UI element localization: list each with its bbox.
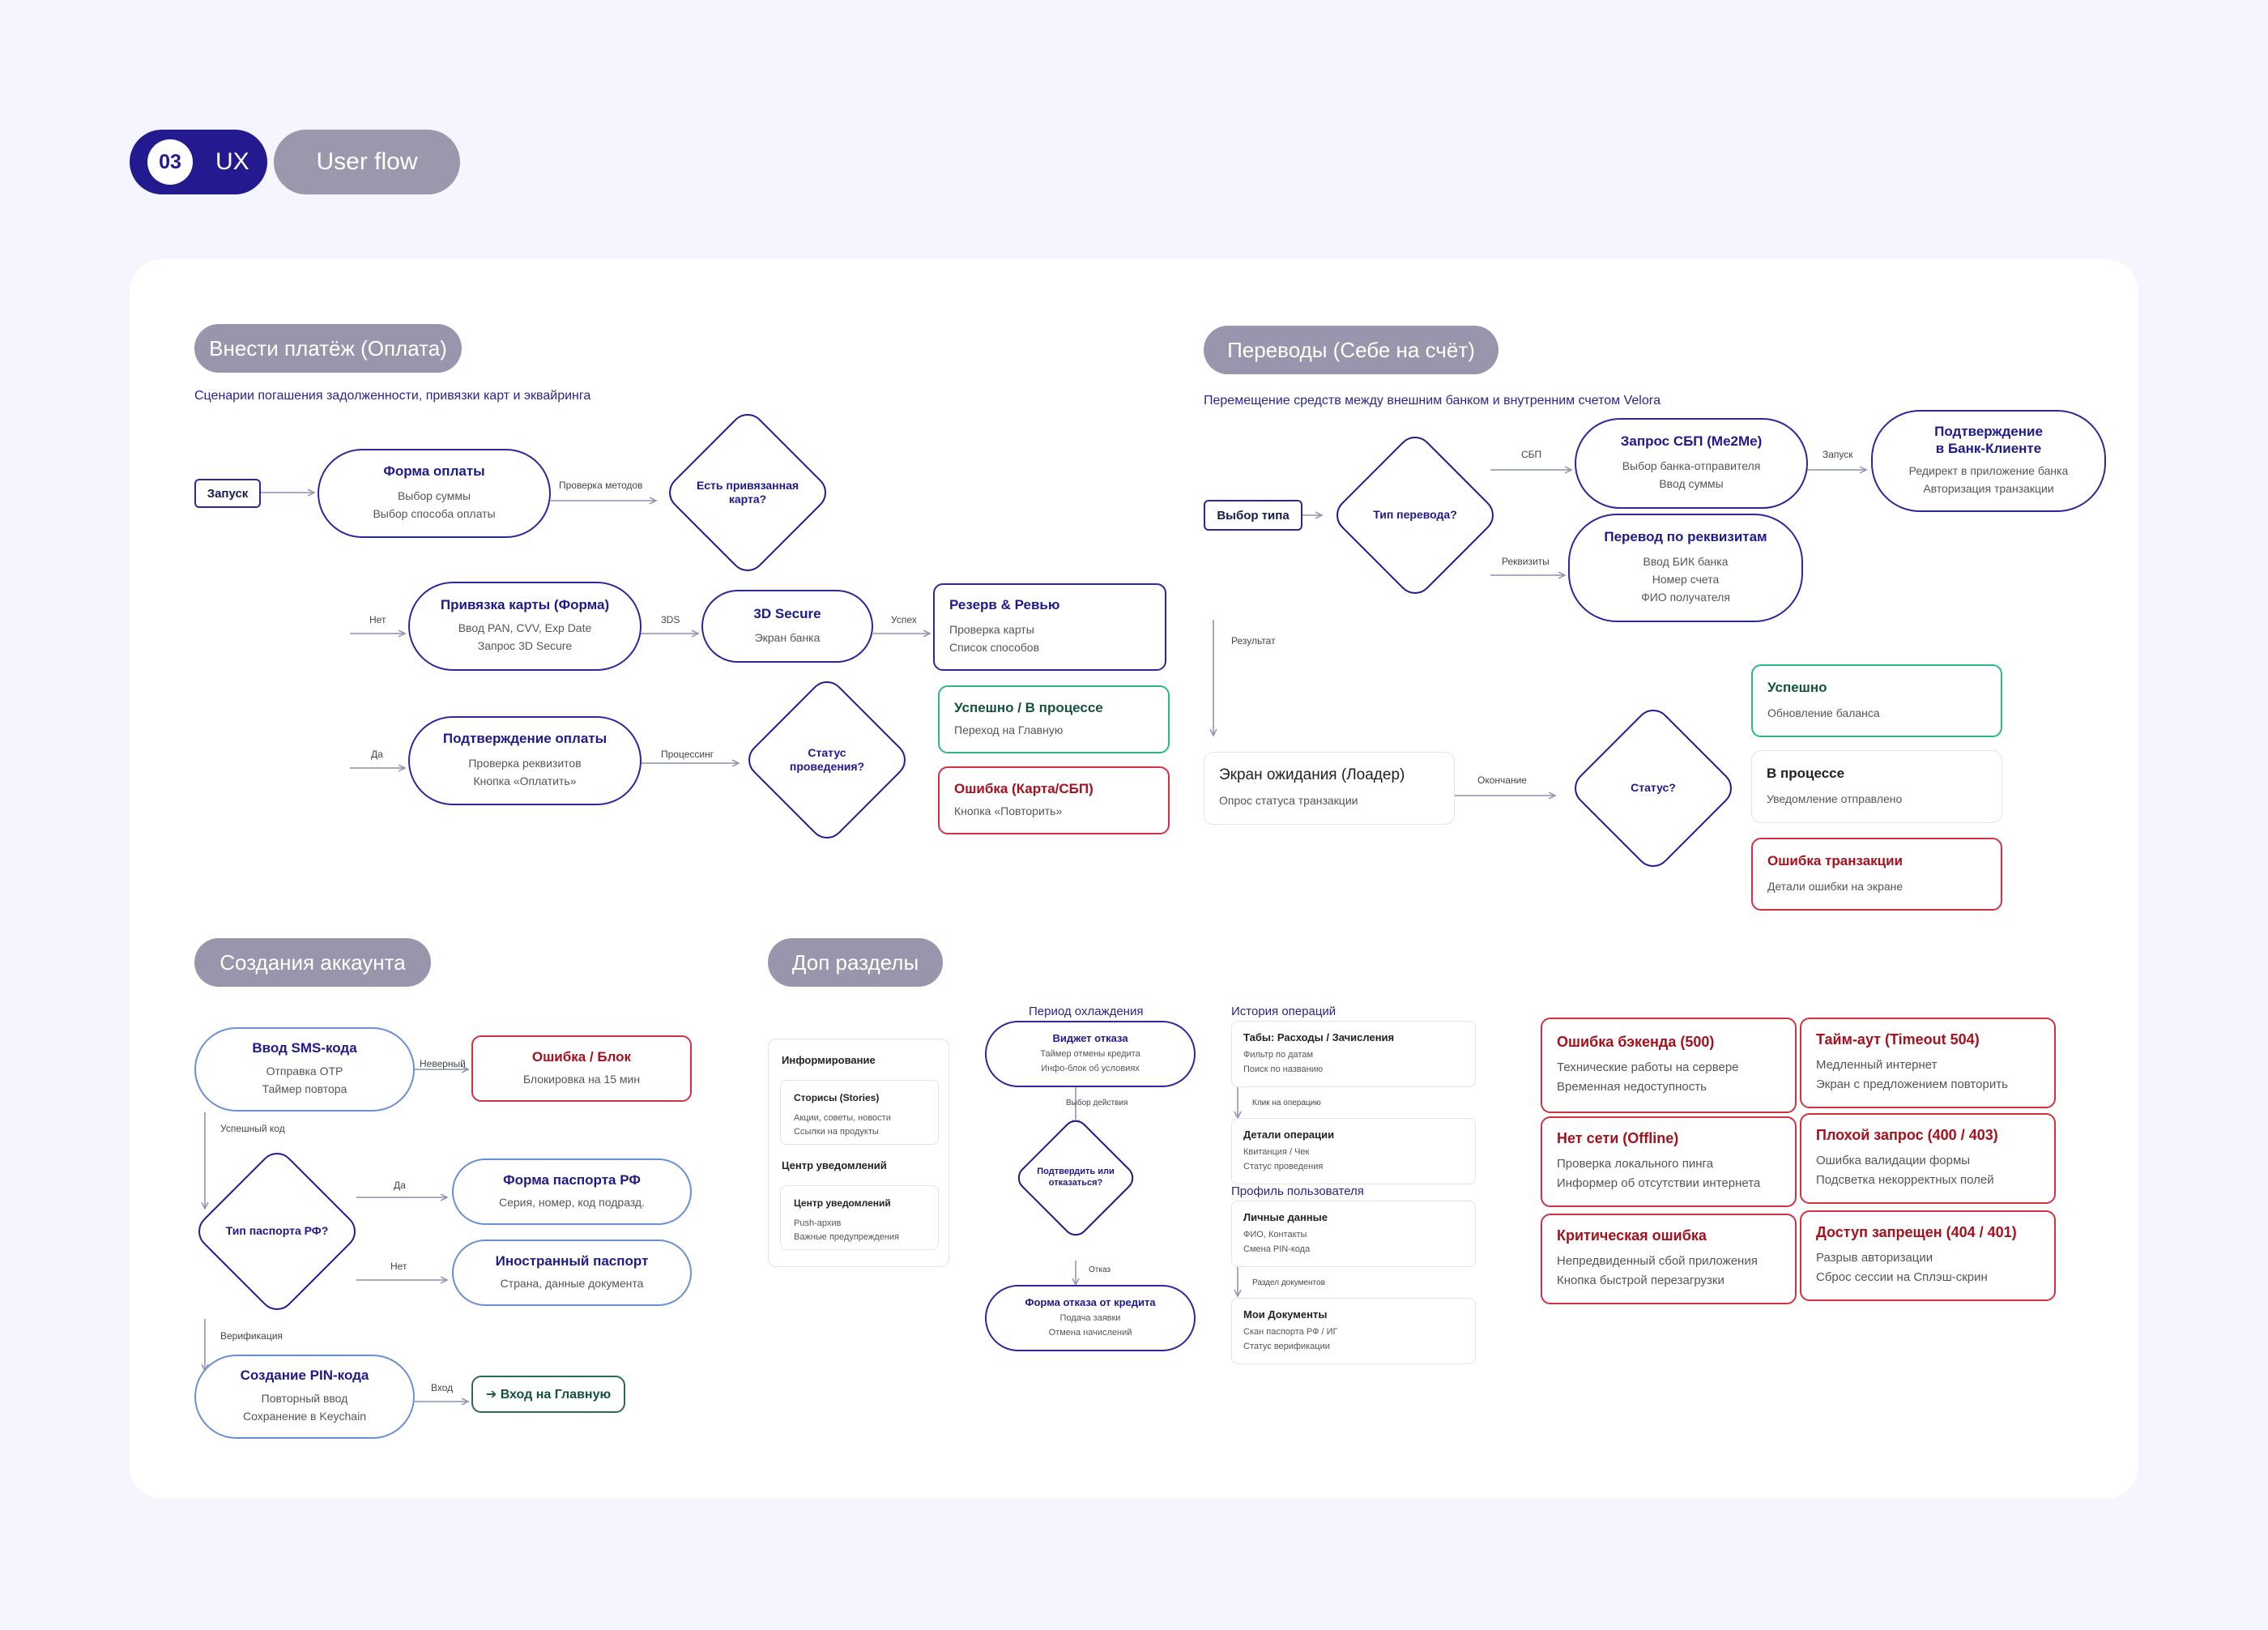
payment-error-node: Ошибка (Карта/СБП) Кнопка «Повторить» [938, 766, 1170, 834]
refuse-label: Отказ [1089, 1265, 1111, 1274]
operation-details-node: Детали операции Квитанция / Чек Статус п… [1231, 1118, 1476, 1184]
transfer-status-decision-text: Статус? [1631, 781, 1676, 795]
sbp-label: СБП [1521, 449, 1542, 460]
history-tabs-node: Табы: Расходы / Зачисления Фильтр по дат… [1231, 1021, 1476, 1087]
has-card-decision-text: Есть привязанная карта? [696, 478, 799, 506]
confirm-refuse-decision-text: Подтвердить или отказаться? [1037, 1167, 1115, 1188]
result-label: Результат [1231, 635, 1276, 646]
pin-code-node: Создание PIN-кода Повторный ввод Сохране… [194, 1355, 415, 1439]
3d-secure-node: 3D Secure Экран банка [701, 590, 873, 663]
check-methods-label: Проверка методов [559, 480, 643, 491]
launch-label: Запуск [1823, 449, 1853, 460]
refusal-widget-node: Виджет отказа Таймер отмены кредита Инфо… [985, 1021, 1196, 1087]
sbp-request-node: Запрос СБП (Me2Me) Выбор банка-отправите… [1575, 418, 1808, 509]
click-operation-label: Клик на операцию [1252, 1099, 1321, 1107]
error-card: Нет сети (Offline) Проверка локального п… [1541, 1116, 1797, 1207]
error-block-node: Ошибка / Блок Блокировка на 15 мин [471, 1035, 692, 1102]
choice-label: Выбор действия [1066, 1099, 1128, 1107]
error-card: Ошибка бэкенда (500) Технические работы … [1541, 1018, 1797, 1113]
info-panel: Информирование Сториcы (Stories) Акции, … [768, 1039, 949, 1267]
no-label: Нет [369, 614, 386, 625]
waiting-screen-node: Экран ожидания (Лоадер) Опрос статуса тр… [1204, 752, 1455, 825]
my-docs-node: Мои Документы Скан паспорта РФ / ИГ Стат… [1231, 1298, 1476, 1364]
passport-yes-label: Да [394, 1180, 406, 1191]
payment-section-title: Внести платёж (Оплата) [194, 324, 462, 373]
error-card: Критическая ошибка Непредвиденный сбой п… [1541, 1214, 1797, 1304]
payment-success-node: Успешно / В процессе Переход на Главную [938, 685, 1170, 753]
profile-heading: Профиль пользователя [1231, 1184, 1364, 1198]
verification-label: Верификация [220, 1330, 283, 1342]
extra-section-title: Доп разделы [768, 938, 943, 987]
refusal-form-node: Форма отказа от кредита Подача заявки От… [985, 1285, 1196, 1351]
transfer-type-decision-text: Тип перевода? [1373, 508, 1457, 522]
success-label: Успех [891, 614, 917, 625]
foreign-passport-node: Иностранный паспорт Страна, данные докум… [452, 1240, 692, 1306]
personal-data-node: Личные данные ФИО, Контакты Смена PIN-ко… [1231, 1201, 1476, 1267]
enter-label: Вход [431, 1382, 454, 1393]
error-card: Доступ запрещен (404 / 401) Разрыв автор… [1800, 1210, 2056, 1301]
transfers-section-title: Переводы (Себе на счёт) [1204, 326, 1498, 374]
transfer-start-node: Выбор типа [1204, 500, 1302, 531]
account-section-title: Создания аккаунта [194, 938, 431, 987]
payment-form-node: Форма оплаты Выбор суммы Выбор способа о… [318, 449, 551, 538]
transfer-success-node: Успешно Обновление баланса [1751, 664, 2002, 737]
section-label: UX [215, 148, 249, 175]
bind-card-node: Привязка карты (Форма) Ввод PAN, CVV, Ex… [408, 582, 642, 671]
payment-start-node: Запуск [194, 479, 261, 508]
info-title: Информирование [782, 1054, 876, 1066]
page-title-pill: User flow [274, 130, 460, 194]
end-label: Окончание [1477, 774, 1527, 786]
reserve-review-node: Резерв & Ревью Проверка карты Список спо… [933, 583, 1166, 671]
history-heading: История операций [1231, 1005, 1336, 1018]
section-number-pill: 03 UX [130, 130, 267, 194]
success-code-label: Успешный код [220, 1123, 285, 1134]
bank-confirm-node: Подтверждение в Банк-Клиенте Редирект в … [1871, 410, 2106, 512]
docs-section-label: Раздел документов [1252, 1278, 1325, 1287]
requisites-transfer-node: Перевод по реквизитам Ввод БИК банка Ном… [1568, 514, 1803, 622]
passport-type-decision-text: Тип паспорта РФ? [225, 1224, 329, 1238]
3ds-label: 3DS [661, 614, 680, 625]
sms-code-node: Ввод SMS-кода Отправка OTP Таймер повтор… [194, 1027, 415, 1112]
passport-no-label: Нет [390, 1261, 407, 1272]
transfer-in-progress-node: В процессе Уведомление отправлено [1751, 750, 2002, 823]
error-card: Тайм-аут (Timeout 504) Медленный интерне… [1800, 1018, 2056, 1108]
requisites-label: Реквизиты [1502, 556, 1550, 567]
transfers-section-desc: Перемещение средств между внешним банком… [1204, 394, 1660, 408]
confirm-payment-node: Подтверждение оплаты Проверка реквизитов… [408, 716, 642, 805]
notif-title: Центр уведомлений [782, 1159, 887, 1171]
notif-card: Центр уведомлений Push-архив Важные пред… [780, 1185, 939, 1250]
payment-section-desc: Сценарии погашения задолженности, привяз… [194, 389, 591, 403]
error-card: Плохой запрос (400 / 403) Ошибка валидац… [1800, 1113, 2056, 1204]
wrong-code-label: Неверный [420, 1058, 466, 1069]
transfer-error-node: Ошибка транзакции Детали ошибки на экран… [1751, 838, 2002, 911]
processing-label: Процессинг [661, 749, 714, 760]
payment-status-decision-text: Статус проведения? [789, 745, 865, 774]
cooldown-heading: Период охлаждения [1029, 1005, 1144, 1018]
stories-card: Сториcы (Stories) Акции, советы, новости… [780, 1080, 939, 1145]
go-home-node: ➔ Вход на Главную [471, 1376, 625, 1413]
section-number: 03 [147, 139, 193, 185]
yes-label: Да [371, 749, 383, 760]
rf-passport-node: Форма паспорта РФ Серия, номер, код подр… [452, 1158, 692, 1225]
